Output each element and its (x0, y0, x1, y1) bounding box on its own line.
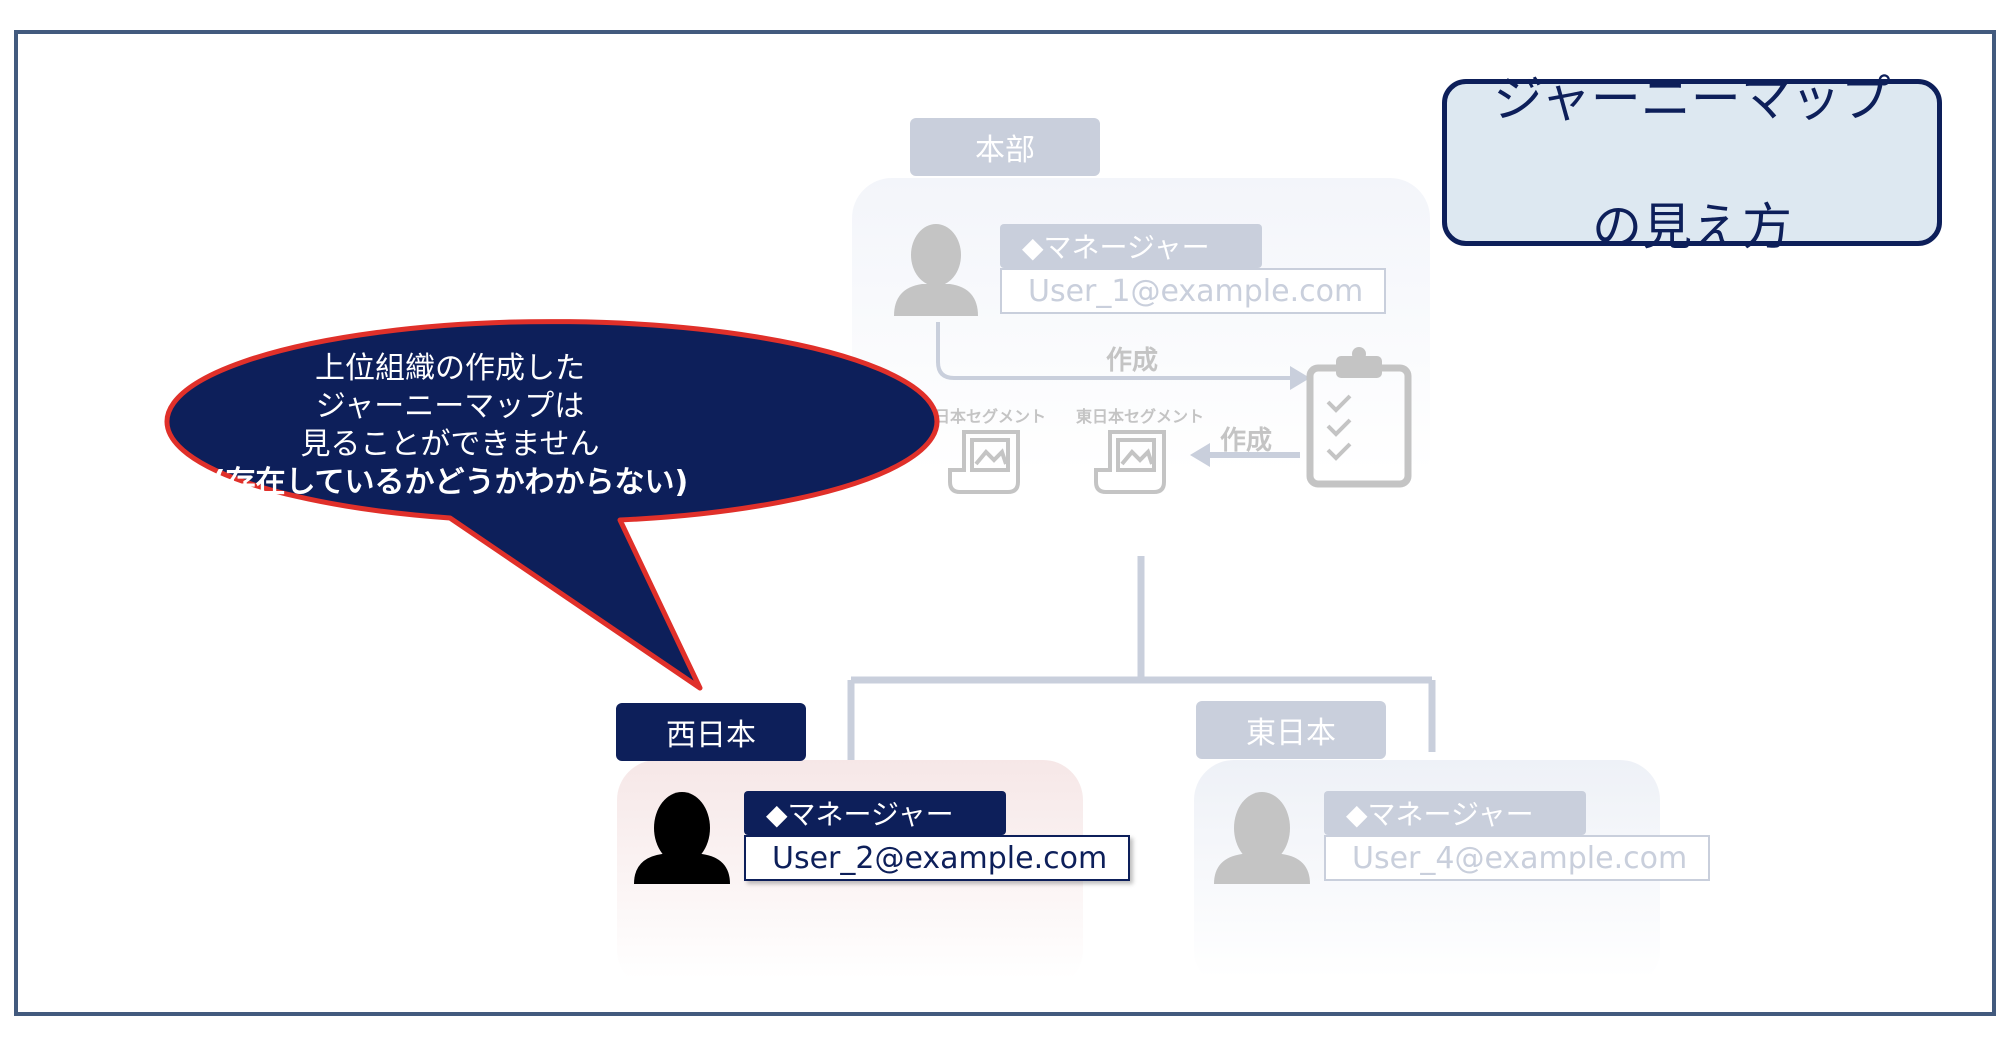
callout-line-1: 上位組織の作成した (315, 351, 585, 386)
segment-label-west: 西日本セグメント (918, 407, 1047, 426)
callout-line-3: 見ることができません (300, 427, 600, 462)
org-tree-connector (847, 556, 1436, 760)
hq-manager-role: ◆マネージャー (1000, 224, 1262, 268)
arrow-head-icon (1290, 366, 1310, 390)
image-scroll-icon (948, 430, 1020, 494)
callout-line-4: (存在しているかどうかわからない) (211, 465, 689, 500)
user-icon (894, 224, 978, 316)
east-manager-email: User_4@example.com (1324, 835, 1710, 881)
user-icon (1214, 792, 1310, 884)
west-manager-email: User_2@example.com (744, 835, 1130, 881)
arrow-icon (936, 322, 1290, 380)
hq-manager-email: User_1@example.com (1000, 268, 1386, 314)
user-icon (634, 792, 730, 884)
east-manager-role: ◆マネージャー (1324, 791, 1586, 835)
callout-line-2: ジャーニーマップは (315, 389, 585, 424)
callout-text: 上位組織の作成した ジャーニーマップは 見ることができません (存在しているかど… (110, 350, 790, 502)
title-box: ジャーニーマップ の見え方 (1442, 70, 1942, 256)
image-scroll-icon (1094, 430, 1166, 494)
arrow-left-icon (1190, 443, 1300, 467)
segment-label-east: 東日本セグメント (1076, 407, 1205, 426)
org-label-headquarters: 本部 (910, 118, 1100, 176)
clipboard-checklist-icon (1306, 347, 1412, 488)
speech-callout (164, 319, 940, 691)
diagram-frame (14, 30, 1996, 1016)
title-line-2: の見え方 (1592, 197, 1792, 256)
org-label-east: 東日本 (1196, 701, 1386, 759)
title-line-1: ジャーニーマップ (1493, 69, 1891, 128)
org-label-west: 西日本 (616, 703, 806, 761)
west-manager-role: ◆マネージャー (744, 791, 1006, 835)
created-label-bottom: 作成 (1220, 426, 1273, 456)
created-label-top: 作成 (1106, 346, 1159, 376)
